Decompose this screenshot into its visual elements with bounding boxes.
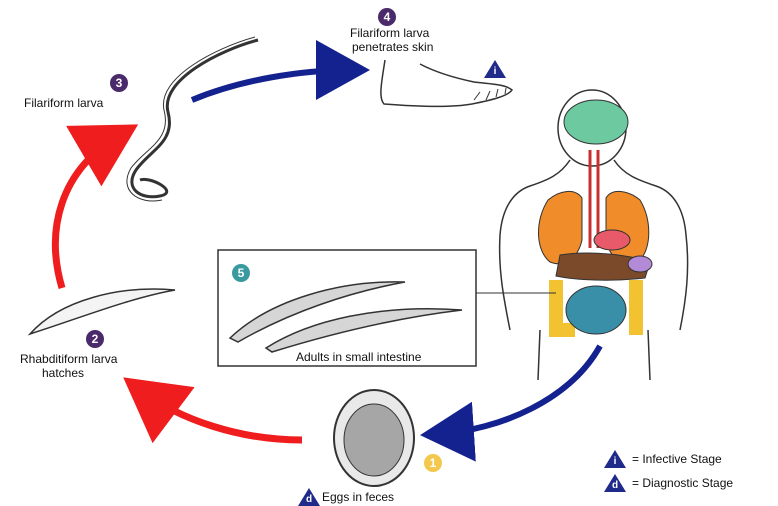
host-small-intestine <box>566 286 626 334</box>
host-trachea <box>590 150 598 248</box>
host-kidney <box>628 256 652 272</box>
legend-infective-triangle-icon: i <box>604 450 626 468</box>
stage-2-number: 2 <box>86 330 104 348</box>
stage-5-number: 5 <box>232 264 250 282</box>
infective-triangle-icon: i <box>484 60 506 78</box>
legend-diagnostic-triangle-icon: d <box>604 474 626 492</box>
stage-3-label: Filariform larva <box>24 96 103 110</box>
stage-4-label-line1: Filariform larva <box>350 26 429 40</box>
stage-1-number: 1 <box>424 454 442 472</box>
legend-infective-label: = Infective Stage <box>632 452 722 466</box>
diagnostic-triangle-icon: d <box>298 488 320 506</box>
rhabditiform-larva <box>30 289 175 334</box>
eggs-label: Eggs in feces <box>322 490 394 504</box>
arrow-2-to-3 <box>55 135 120 288</box>
stage-3-number: 3 <box>110 74 128 92</box>
stage-2-label-line1: Rhabditiform larva <box>20 352 117 366</box>
legend-diagnostic-label: = Diagnostic Stage <box>632 476 733 490</box>
stage-4-label-line2: penetrates skin <box>352 40 433 54</box>
stage-5-label: Adults in small intestine <box>296 350 421 364</box>
adults-box <box>218 250 476 366</box>
arrow-eggs-to-2 <box>140 390 302 440</box>
stage-2-label-line2: hatches <box>42 366 84 380</box>
stage-4-number: 4 <box>378 8 396 26</box>
host-stomach <box>594 230 630 250</box>
arrow-3-to-4 <box>192 70 352 100</box>
host-brain <box>564 100 628 144</box>
